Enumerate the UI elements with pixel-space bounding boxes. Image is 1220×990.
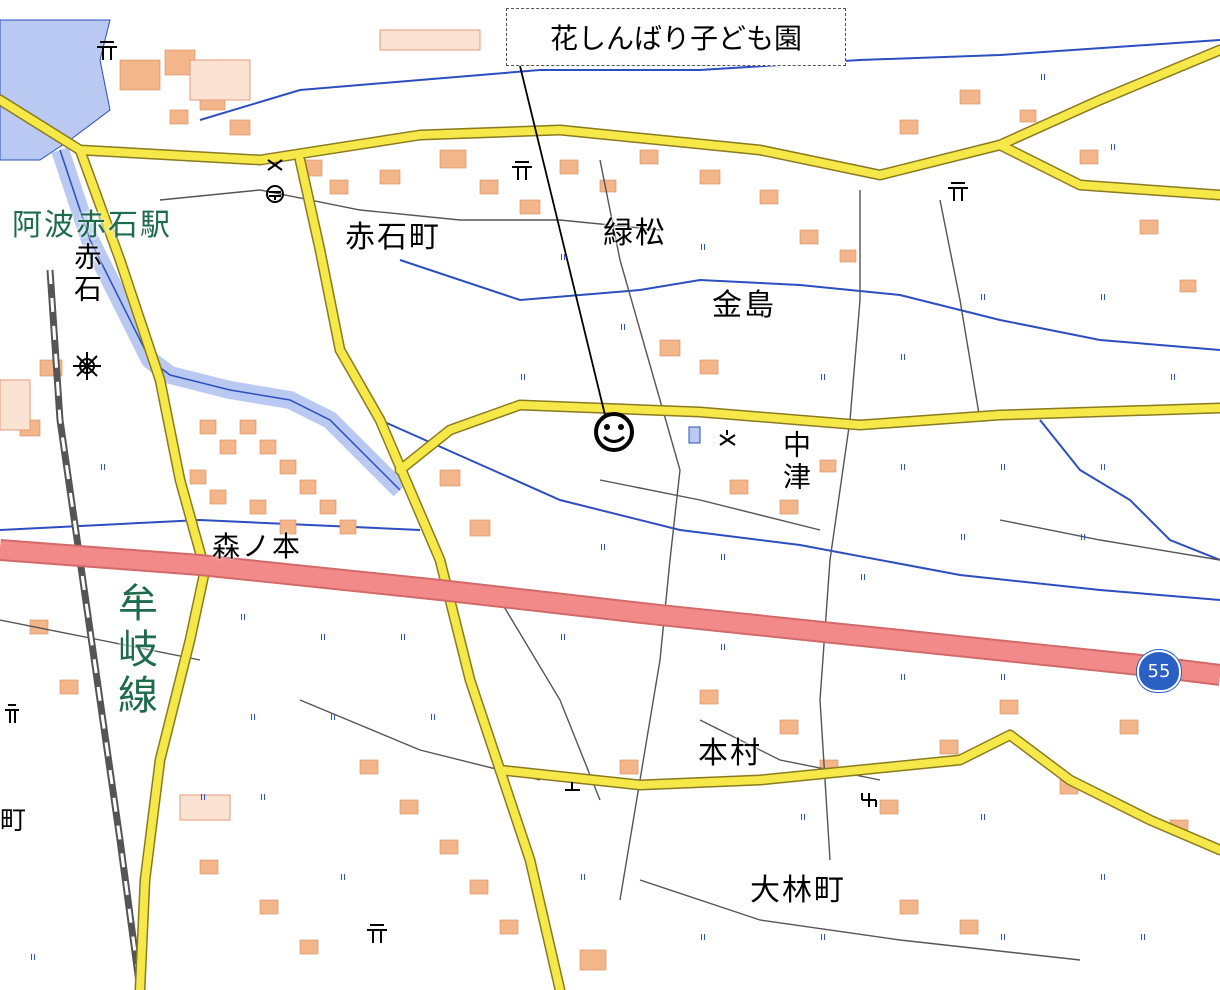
svg-text:ıı: ıı (580, 870, 586, 883)
svg-text:ıı: ıı (900, 350, 906, 363)
buildings (19, 49, 1197, 971)
akaishi-vertical-label: 赤石 (70, 242, 103, 306)
svg-text:ıı: ıı (860, 570, 866, 583)
shrine-icon (948, 182, 968, 201)
svg-text:ıı: ıı (1000, 930, 1006, 943)
svg-text:ıı: ıı (800, 810, 806, 823)
svg-text:ıı: ıı (250, 710, 256, 723)
svg-text:ıı: ıı (620, 320, 626, 333)
left-edge-label: 町 (0, 806, 29, 836)
shrine-icon (367, 924, 387, 943)
hatched-areas (0, 29, 481, 821)
shrine-icon (97, 41, 117, 60)
prefectural-roads (0, 44, 1220, 990)
callout-pointer (519, 65, 606, 416)
post-office-icon (266, 185, 284, 203)
svg-text:ıı: ıı (430, 710, 436, 723)
svg-text:ıı: ıı (560, 630, 566, 643)
svg-text:ıı: ıı (980, 290, 986, 303)
svg-text:ıı: ıı (1080, 530, 1086, 543)
local-roads (0, 159, 1220, 961)
temple-icon (861, 793, 877, 807)
elevation-point (565, 782, 580, 791)
svg-text:ıı: ıı (980, 810, 986, 823)
morinomoto-label: 森ノ本 (212, 530, 303, 563)
svg-text:ıı: ıı (560, 250, 566, 263)
svg-text:ıı: ıı (700, 240, 706, 253)
police-box-icon (267, 159, 283, 171)
svg-text:ıı: ıı (1100, 460, 1106, 473)
svg-text:ıı: ıı (340, 870, 346, 883)
ohbayashi-label: 大林町 (750, 873, 846, 908)
route-55-shield: 55 (1137, 650, 1181, 692)
svg-text:ıı: ıı (200, 790, 206, 803)
svg-text:ıı: ıı (400, 630, 406, 643)
svg-text:ıı: ıı (1100, 290, 1106, 303)
factory-icon (73, 352, 101, 380)
school-icon (719, 430, 736, 446)
svg-text:ıı: ıı (900, 670, 906, 683)
svg-text:ıı: ıı (100, 460, 106, 473)
railway (46, 269, 144, 990)
svg-text:ıı: ıı (900, 460, 906, 473)
honmura-label: 本村 (698, 736, 762, 771)
map-symbols (5, 41, 968, 943)
shrine-icon (5, 704, 19, 723)
kanashima-label: 金島 (712, 288, 776, 323)
station-label: 阿波赤石駅 (12, 208, 172, 243)
nakatsu-label: 中津 (779, 430, 812, 494)
svg-text:ıı: ıı (720, 640, 726, 653)
svg-text:ıı: ıı (1170, 370, 1176, 383)
svg-text:ıı: ıı (1140, 930, 1146, 943)
svg-text:ıı: ıı (1000, 460, 1006, 473)
svg-text:ıı: ıı (320, 630, 326, 643)
svg-text:ıı: ıı (30, 950, 36, 963)
shrine-icon (512, 161, 532, 180)
kindergarten-marker-icon (594, 412, 634, 452)
muki-line-label: 牟岐線 (111, 582, 157, 720)
svg-text:ıı: ıı (820, 370, 826, 383)
akaishi-town-label: 赤石町 (345, 220, 441, 255)
kindergarten-callout-label: 花しんばり子ども園 (506, 8, 846, 66)
svg-text:ıı: ıı (700, 930, 706, 943)
svg-text:ıı: ıı (260, 790, 266, 803)
svg-text:ıı: ıı (820, 930, 826, 943)
midorimatsu-label: 緑松 (603, 216, 667, 251)
svg-text:ıı: ıı (1110, 140, 1116, 153)
svg-text:ıı: ıı (960, 530, 966, 543)
svg-text:ıı: ıı (720, 550, 726, 563)
svg-text:ıı: ıı (600, 540, 606, 553)
svg-text:ıı: ıı (240, 610, 246, 623)
svg-text:ıı: ıı (520, 370, 526, 383)
svg-text:ıı: ıı (1040, 70, 1046, 83)
svg-text:ıı: ıı (1100, 870, 1106, 883)
streams (0, 39, 1220, 601)
svg-text:ıı: ıı (1000, 670, 1006, 683)
svg-text:ıı: ıı (330, 710, 336, 723)
water-tank (688, 426, 701, 444)
river (0, 19, 111, 161)
paddy-symbols: ıı ıı ıı ıı ıı ıı ıı ıı ıı ıı ıı ıı ıı ıı ıı ıı ıı ı… (30, 70, 1176, 963)
